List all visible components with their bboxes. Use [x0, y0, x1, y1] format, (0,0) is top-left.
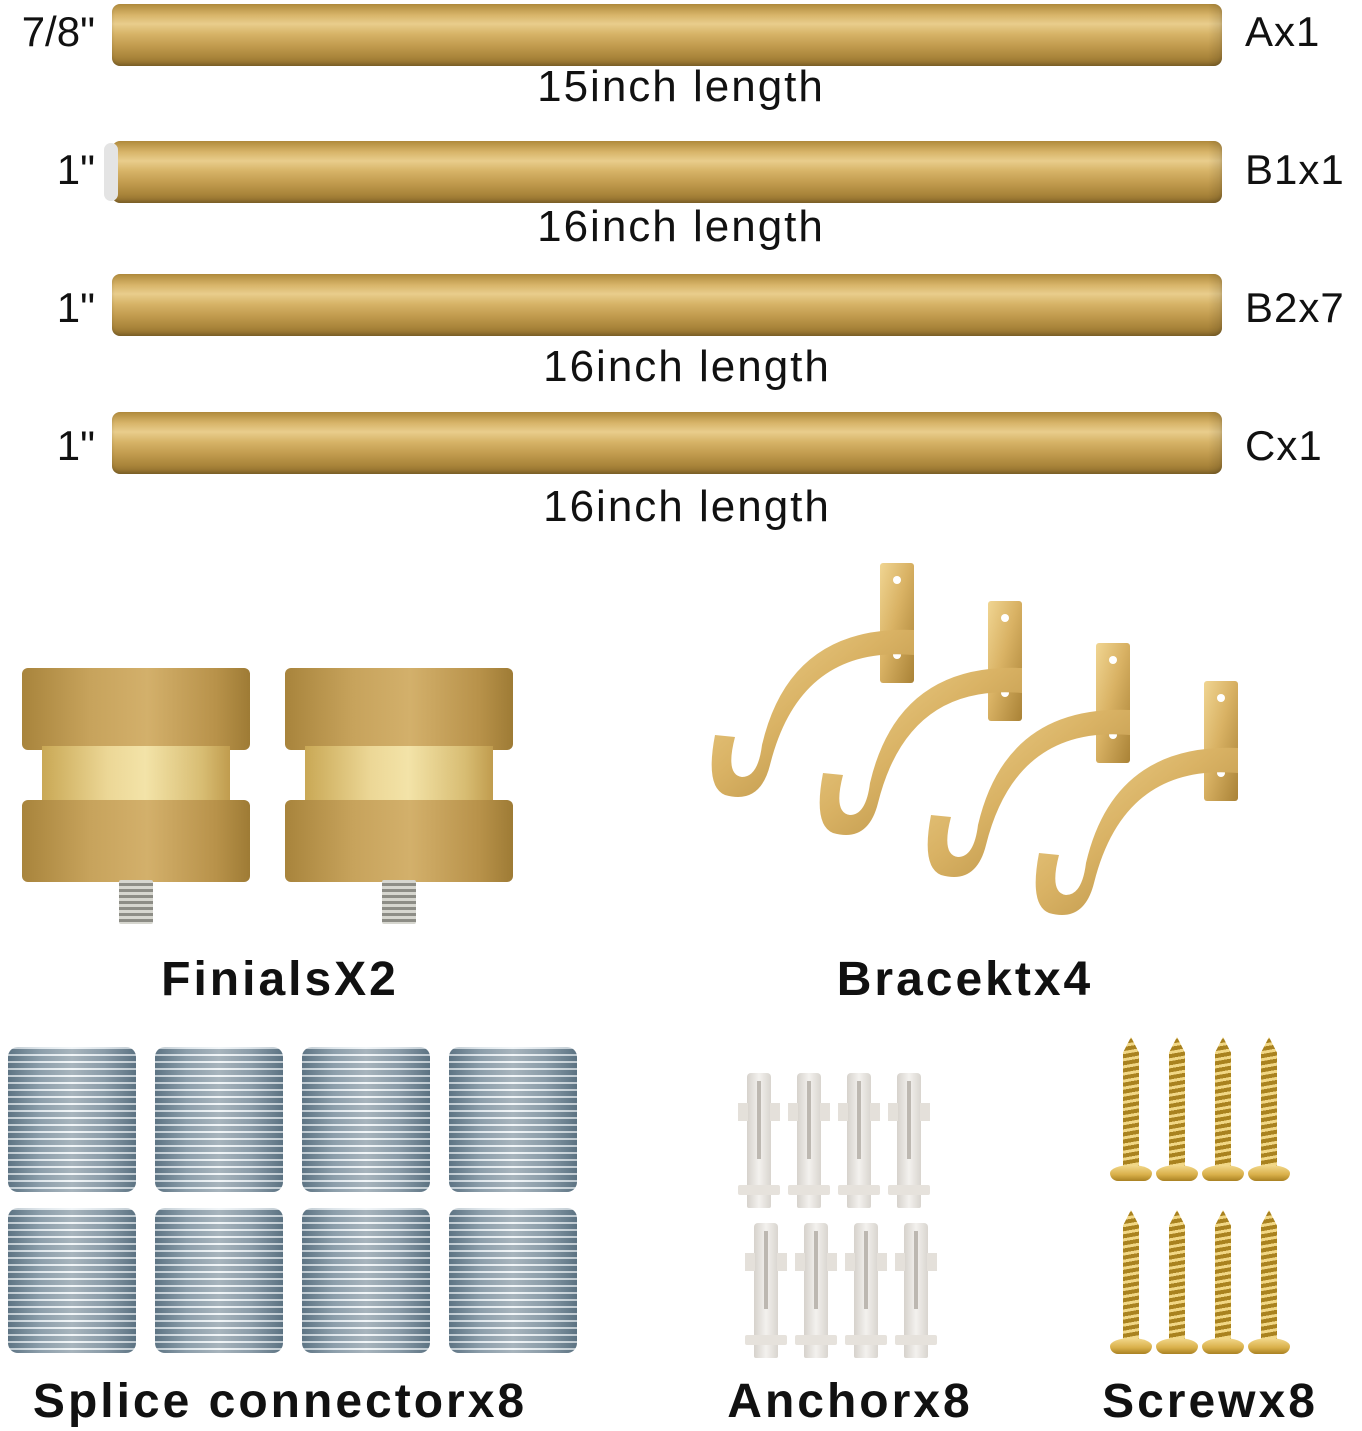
splice-caption: Splice connectorx8 [32, 1375, 528, 1428]
anchor [888, 1073, 930, 1208]
screw [1248, 1037, 1290, 1187]
screw [1248, 1210, 1290, 1360]
splice-connector [8, 1208, 136, 1353]
rod-c [112, 412, 1222, 474]
anchor [895, 1223, 937, 1358]
rod-b2-code: B2x7 [1245, 284, 1345, 331]
finial-base [285, 800, 513, 882]
bracket [711, 563, 914, 797]
anchor [745, 1223, 787, 1358]
anchor [788, 1073, 830, 1208]
finial [22, 668, 250, 926]
rod-c-diameter: 1" [56, 422, 95, 469]
anchor [795, 1223, 837, 1358]
finial-base [22, 800, 250, 882]
finial-band [305, 746, 493, 804]
rod-c-code: Cx1 [1245, 422, 1323, 469]
bracket [819, 601, 1022, 835]
rod-a-diameter: 7/8" [21, 8, 95, 55]
screws-caption: Screwx8 [1102, 1375, 1318, 1428]
rod-b1-code: B1x1 [1245, 146, 1345, 193]
rod-b2 [112, 274, 1222, 336]
screw [1202, 1210, 1244, 1360]
anchor [845, 1223, 887, 1358]
rod-b2-diameter: 1" [56, 284, 95, 331]
finial-screw [382, 880, 416, 924]
splice-connector [8, 1047, 136, 1192]
bracket [927, 643, 1130, 877]
rod-b1-length: 16inch length [537, 202, 825, 251]
rod-a-length: 15inch length [537, 62, 825, 111]
rod-b2-length: 16inch length [543, 342, 831, 391]
finial [285, 668, 513, 926]
bracket [1035, 681, 1238, 915]
splice-connector [449, 1208, 577, 1353]
finial-cap [285, 668, 513, 750]
splice-connector [155, 1047, 283, 1192]
rod-c-length: 16inch length [543, 482, 831, 531]
brackets-illustration [711, 563, 1238, 915]
splice-connector [302, 1208, 430, 1353]
finial-band [42, 746, 230, 804]
rod-a [112, 4, 1222, 66]
anchor [738, 1073, 780, 1208]
finials-caption: FinialsX2 [161, 953, 399, 1006]
rod-b1 [104, 141, 1222, 203]
rod-a-code: Ax1 [1245, 8, 1321, 55]
anchors-caption: Anchorx8 [727, 1375, 973, 1428]
rod-b1-diameter: 1" [56, 146, 95, 193]
brackets-caption: Bracektx4 [836, 953, 1094, 1006]
screw [1156, 1210, 1198, 1360]
screw [1202, 1037, 1244, 1187]
splice-connector [302, 1047, 430, 1192]
anchor [838, 1073, 880, 1208]
screw [1110, 1210, 1152, 1360]
rod-end-cap [104, 143, 118, 201]
splice-connector [155, 1208, 283, 1353]
splice-connector [449, 1047, 577, 1192]
screw [1156, 1037, 1198, 1187]
screw [1110, 1037, 1152, 1187]
finial-screw [119, 880, 153, 924]
finial-cap [22, 668, 250, 750]
